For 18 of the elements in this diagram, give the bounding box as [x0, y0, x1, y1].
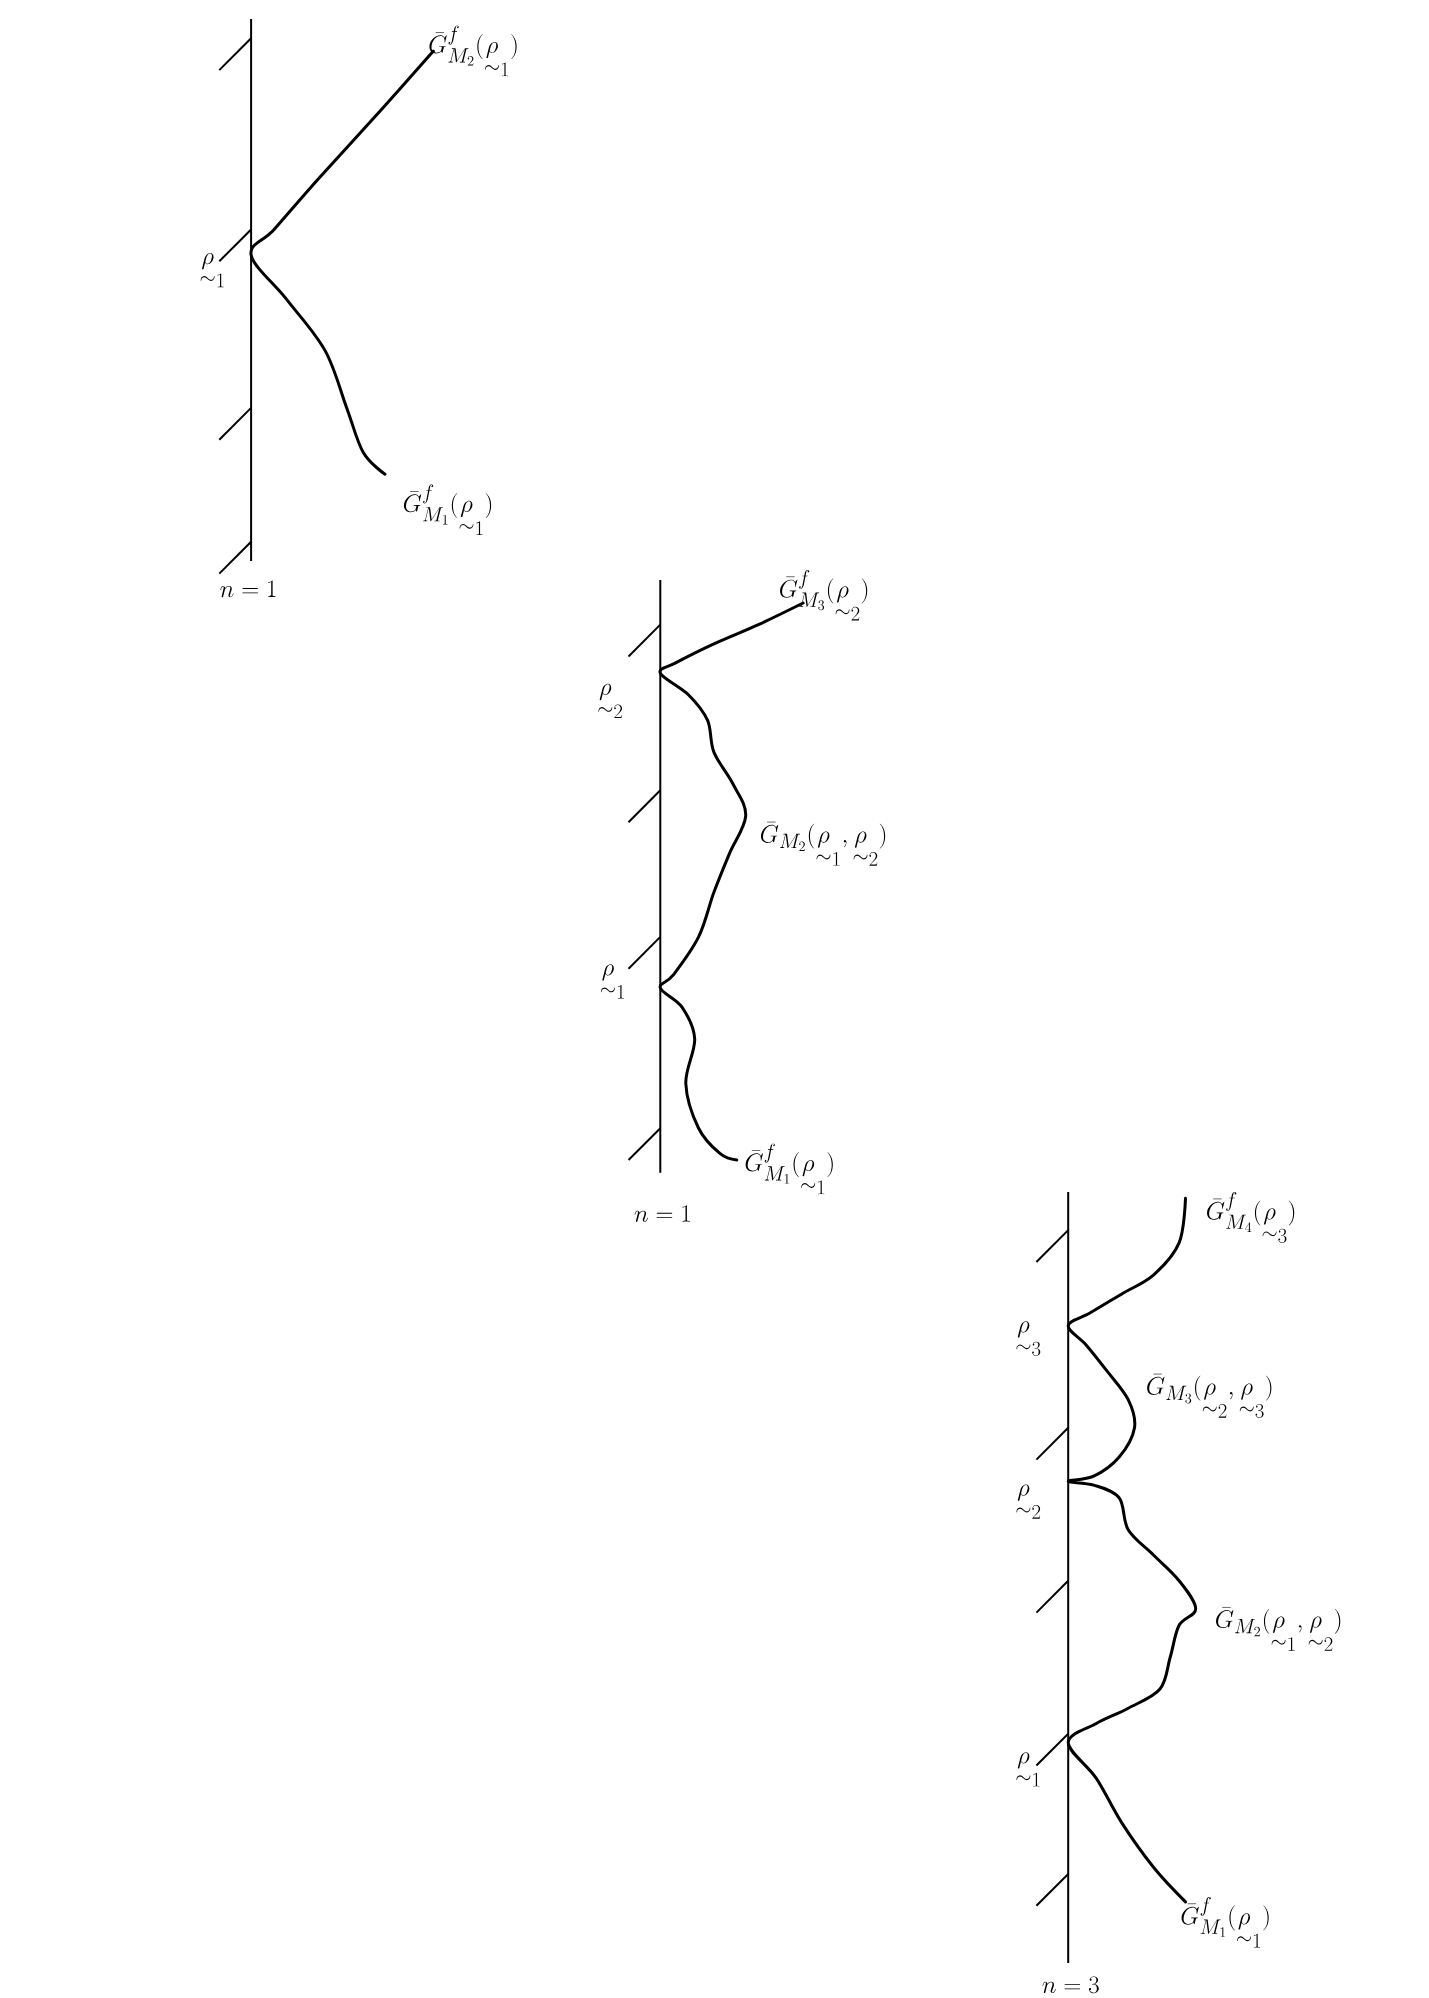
rho-label: $\underset{\sim}{\rho}_{1}$ — [1016, 1752, 1040, 1787]
formula-label: $\bar{G}^{f}_{M_{3}}(\underset{\sim}{\rho}_{2})$ — [780, 569, 868, 621]
formula-label: $\bar{G}_{M_{2}}(\underset{\sim}{\rho}_{1},\underset{\sim}{\rho}_{2})$ — [760, 821, 886, 866]
formula-label: $\bar{G}^{f}_{M_{2}}(\underset{\sim}{\rho}_{1})$ — [429, 25, 517, 77]
rho-label: $\underset{\sim}{\rho}_{2}$ — [598, 683, 623, 719]
formula-label: $\bar{G}^{f}_{M_{1}}(\underset{\sim}{\rho}_{1})$ — [403, 484, 492, 536]
formula-label: $\bar{G}_{M_{2}}(\underset{\sim}{\rho}_{1},\underset{\sim}{\rho}_{2})$ — [1216, 1606, 1341, 1651]
rho-label: $\underset{\sim}{\rho}_{1}$ — [601, 964, 624, 999]
formula-label: $\bar{G}_{M_{3}}(\underset{\sim}{\rho}_{2},\underset{\sim}{\rho}_{3})$ — [1147, 1373, 1272, 1418]
rho-label: $\underset{\sim}{\rho}_{1}$ — [200, 252, 224, 288]
formula-label: $\bar{G}^{f}_{M_{1}}(\underset{\sim}{\rho}_{1})$ — [745, 1143, 833, 1195]
formula-label: $\bar{G}^{f}_{M_{1}}(\underset{\sim}{\rho}_{1})$ — [1181, 1896, 1269, 1948]
rho-label: $\underset{\sim}{\rho}_{3}$ — [1016, 1321, 1041, 1356]
formula-label: $\bar{G}^{f}_{M_{4}}(\underset{\sim}{\rho}_{3})$ — [1207, 1192, 1295, 1243]
panel-label: $n=1$ — [220, 580, 276, 598]
panel-label: $n=1$ — [634, 1205, 690, 1222]
rho-label: $\underset{\sim}{\rho}_{2}$ — [1016, 1484, 1041, 1519]
panel-label: $n=3$ — [1042, 1976, 1099, 1994]
